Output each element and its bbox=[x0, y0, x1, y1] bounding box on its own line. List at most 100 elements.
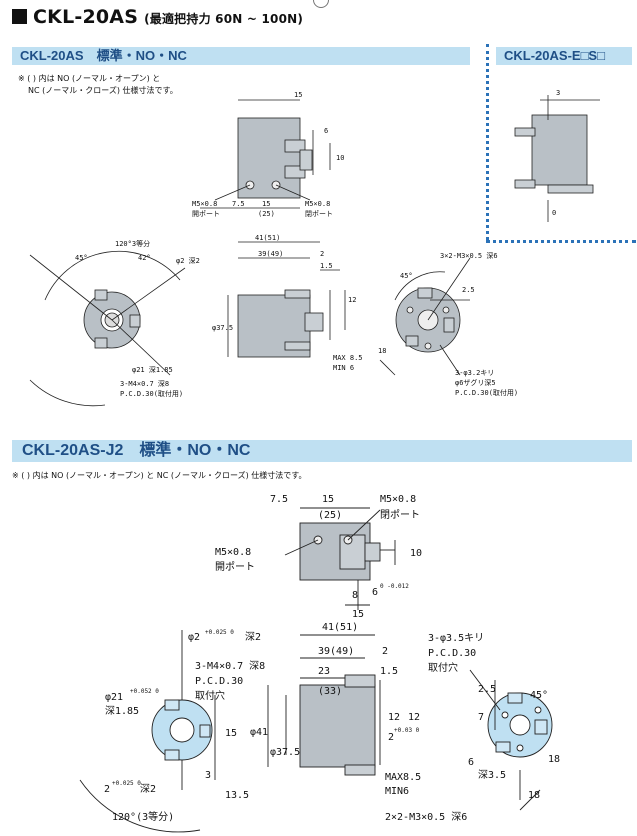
d2-s41: 41(51) bbox=[322, 622, 358, 633]
d2-s23: 23 bbox=[318, 666, 330, 677]
d2-k3: 取付穴 bbox=[428, 661, 458, 674]
d1-port2a: M5×0.8 bbox=[305, 200, 330, 208]
d2-b2d: 深2 bbox=[140, 783, 156, 795]
d2-15b: 15 bbox=[352, 609, 364, 620]
d1-min: MIN 6 bbox=[333, 364, 354, 372]
section2-note: ※ ( ) 内は NO (ノーマル・オープン) と NC (ノーマル・クローズ)… bbox=[12, 471, 307, 480]
d2-pb: 閉ポート bbox=[380, 509, 420, 521]
d1-45b: 45° bbox=[400, 272, 413, 280]
section2-bar: CKL-20AS-J2 標準・NO・NC bbox=[12, 440, 632, 462]
section1-right-bar: CKL-20AS-E□S□ bbox=[496, 47, 632, 65]
d1-phi2: φ2 深2 bbox=[176, 256, 200, 265]
d2-phi375: φ37.5 bbox=[270, 747, 300, 758]
d2-phi41: φ41 bbox=[250, 727, 268, 738]
d2-phi21tol: +0.052 0 bbox=[130, 688, 159, 695]
title-square-icon bbox=[12, 9, 27, 24]
d1-2: 2 bbox=[320, 250, 324, 258]
d2-pa: M5×0.8 bbox=[380, 494, 416, 505]
d2-phi2: φ2 bbox=[188, 632, 200, 643]
d2-g25: 2.5 bbox=[478, 684, 496, 695]
d2-s2: 2 bbox=[382, 646, 388, 657]
d1-k3: P.C.D.30(取付用) bbox=[455, 388, 518, 397]
d2-g7: 7 bbox=[478, 712, 484, 723]
section2-drawings: 7.5 15 (25) M5×0.8 閉ポート M5×0.8 開ポート 10 6… bbox=[79, 494, 560, 833]
d2-g6d: 深3.5 bbox=[478, 769, 506, 781]
d2-8: 8 bbox=[352, 590, 358, 601]
section1-bar: CKL-20AS 標準・NO・NC bbox=[12, 47, 470, 65]
d2-lb: 開ポート bbox=[215, 561, 255, 573]
d2-phi2d: 深2 bbox=[245, 631, 261, 643]
d2-max: MAX8.5 bbox=[385, 772, 421, 783]
d2-phi21: φ21 bbox=[105, 692, 123, 703]
d2-g2m3: 2×2-M3×0.5 深6 bbox=[385, 811, 467, 823]
d1-6: 6 bbox=[324, 127, 328, 135]
grip-force: (最適把持力 60N ~ 100N) bbox=[144, 12, 304, 26]
d1-7.5: 7.5 bbox=[232, 200, 245, 208]
d2-v3: 3 bbox=[205, 770, 211, 781]
d1-10: 10 bbox=[336, 154, 344, 162]
d1-e3: 3 bbox=[556, 89, 560, 97]
d2-s12b: 12 bbox=[408, 712, 420, 723]
d2-6tol: 0 -0.012 bbox=[380, 583, 409, 590]
d1-42: 42° bbox=[138, 254, 151, 262]
d1-port1a: M5×0.8 bbox=[192, 200, 217, 208]
d1-1.5: 1.5 bbox=[320, 262, 333, 270]
d2-v135: 13.5 bbox=[225, 790, 249, 801]
d1-41: 41(51) bbox=[255, 234, 280, 242]
d2-b2: 2 bbox=[104, 784, 110, 795]
d2-k2: P.C.D.30 bbox=[428, 648, 476, 659]
d1-18: 18 bbox=[378, 347, 386, 355]
d2-g6: 6 bbox=[468, 757, 474, 768]
d1-k1: 3-φ3.2キリ bbox=[455, 369, 494, 377]
d1-phi21: φ21 深1.85 bbox=[132, 365, 173, 374]
d1-15: 15 bbox=[294, 91, 302, 99]
page-title: CKL-20AS (最適把持力 60N ~ 100N) bbox=[12, 6, 303, 28]
d2-s2btol: +0.03 0 bbox=[394, 727, 420, 734]
d2-7.5: 7.5 bbox=[270, 494, 288, 505]
d2-25: (25) bbox=[318, 510, 342, 521]
d1-k2: φ6ザグリ深5 bbox=[455, 378, 496, 387]
d2-g18: 18 bbox=[548, 754, 560, 765]
d2-b2tol: +0.025 0 bbox=[112, 780, 141, 787]
d1-port2b: 閉ポート bbox=[305, 210, 333, 218]
d1-port1b: 開ポート bbox=[192, 210, 220, 218]
d1-39: 39(49) bbox=[258, 250, 283, 258]
dotted-divider-vertical bbox=[486, 44, 489, 240]
d2-m4a: 3-M4×0.7 深8 bbox=[195, 660, 265, 672]
d2-min: MIN6 bbox=[385, 786, 409, 797]
d2-10: 10 bbox=[410, 548, 422, 559]
d2-la: M5×0.8 bbox=[215, 547, 251, 558]
d1-25: (25) bbox=[258, 210, 275, 218]
d1-12: 12 bbox=[348, 296, 356, 304]
d2-s33: (33) bbox=[318, 686, 342, 697]
d1-m4a: 3-M4×0.7 深8 bbox=[120, 379, 169, 388]
d1-phi37: φ37.5 bbox=[212, 324, 233, 332]
d2-k1: 3-φ3.5キリ bbox=[428, 633, 484, 644]
d1-120: 120°3等分 bbox=[115, 239, 150, 248]
d2-v15: 15 bbox=[225, 728, 237, 739]
d2-6: 6 bbox=[372, 587, 378, 598]
d2-120: 120°(3等分) bbox=[112, 810, 174, 823]
d2-phi2tol: +0.025 0 bbox=[205, 629, 234, 636]
d2-m4b: P.C.D.30 bbox=[195, 676, 243, 687]
d2-phi21d: 深1.85 bbox=[105, 705, 139, 717]
d1-m4b: P.C.D.30(取付用) bbox=[120, 389, 183, 398]
section1-drawings: 15 6 10 7.5 15 (25) M5×0.8 開ポート M5×0.8 閉… bbox=[29, 89, 600, 407]
d1-2.5: 2.5 bbox=[462, 286, 475, 294]
d1-15b: 15 bbox=[262, 200, 270, 208]
note-line-2: NC (ノーマル・クローズ) 仕様寸法です。 bbox=[28, 86, 178, 95]
d1-45: 45° bbox=[75, 254, 88, 262]
d2-15: 15 bbox=[322, 494, 334, 505]
d2-s12: 12 bbox=[388, 712, 400, 723]
d2-s2b: 2 bbox=[388, 732, 394, 743]
d2-s39: 39(49) bbox=[318, 646, 354, 657]
model-name: CKL-20AS bbox=[33, 6, 139, 28]
d2-g18b: 18 bbox=[528, 790, 540, 801]
note-line-1: ※ ( ) 内は NO (ノーマル・オープン) と bbox=[18, 74, 161, 83]
d1-e0: 0 bbox=[552, 209, 556, 217]
d2-g45: 45° bbox=[530, 690, 548, 701]
dotted-divider-horizontal bbox=[486, 240, 636, 243]
d2-m4c: 取付穴 bbox=[195, 689, 225, 702]
d1-m3: 3×2-M3×0.5 深6 bbox=[440, 251, 498, 260]
d1-max: MAX 8.5 bbox=[333, 354, 363, 362]
